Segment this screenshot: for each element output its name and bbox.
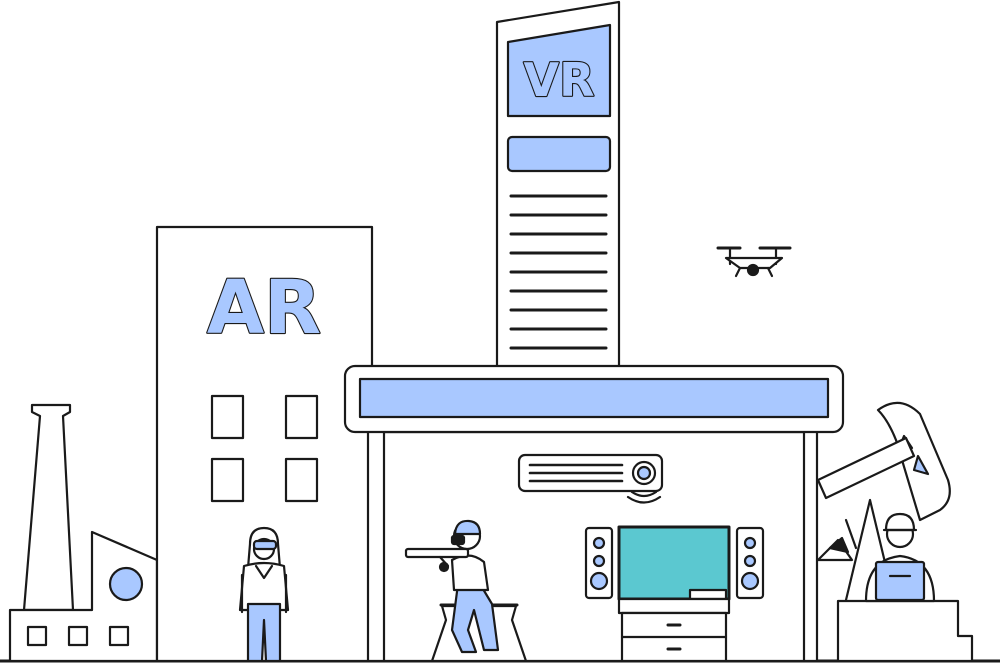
factory-round-window — [108, 566, 144, 602]
projector-icon — [517, 453, 664, 504]
vr-tower-slats — [509, 194, 608, 350]
soundbar — [688, 588, 728, 601]
vr-shop — [343, 364, 845, 663]
oil-pump-icon — [816, 401, 951, 602]
ar-sign-label: AR — [207, 265, 321, 351]
shop-sign-band — [358, 377, 830, 419]
vr-tower-banner — [506, 135, 612, 173]
ar-window — [284, 457, 319, 503]
person-torso — [238, 561, 290, 612]
chimney — [22, 403, 75, 612]
operator-laptop — [874, 560, 926, 602]
ar-building: AR — [155, 225, 374, 663]
factory-window — [67, 625, 89, 647]
ar-person — [238, 526, 290, 663]
vr-tower: VR — [495, 0, 621, 372]
hard-hat-icon — [884, 512, 916, 532]
factory — [8, 403, 159, 663]
ar-window — [284, 394, 319, 440]
gamer-torso — [450, 554, 490, 592]
person-legs — [246, 602, 282, 663]
cabinet-top — [617, 597, 731, 615]
vr-sign-panel — [506, 23, 612, 118]
vr-sign-label: VR — [523, 53, 594, 107]
operator-desk — [836, 512, 974, 663]
entertainment-center — [584, 525, 765, 663]
gamer-legs — [450, 582, 500, 654]
factory-window — [26, 625, 48, 647]
vr-headset-icon — [450, 534, 466, 546]
factory-window — [108, 625, 130, 647]
ar-window — [210, 457, 245, 503]
pump-head — [876, 401, 951, 522]
pump-beam — [816, 436, 916, 500]
vr-gamer — [404, 519, 528, 663]
gamer-rifle — [404, 547, 470, 559]
desk — [836, 599, 974, 663]
gamer-helmet — [453, 519, 482, 536]
drone-icon — [716, 246, 792, 278]
ar-window — [210, 394, 245, 440]
ar-glasses-icon — [252, 539, 278, 551]
tv — [617, 525, 731, 601]
